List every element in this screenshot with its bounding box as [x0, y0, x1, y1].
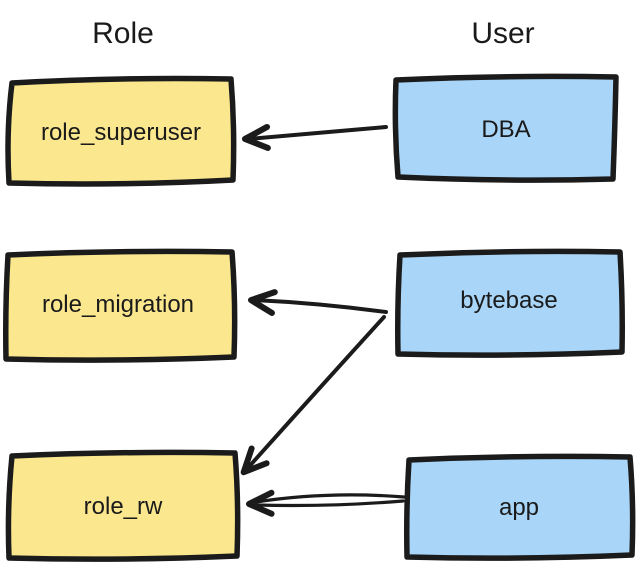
- edge-line: [252, 298, 388, 314]
- edge-line: [246, 125, 388, 141]
- arrowhead-icon: [245, 489, 275, 517]
- node-border: [5, 449, 241, 562]
- edge-line: [244, 315, 386, 472]
- role-column-title: Role: [92, 17, 154, 50]
- node-label: role_rw: [84, 493, 163, 520]
- node-label: role_migration: [42, 291, 194, 318]
- edge-app-to-role-rw: [245, 489, 406, 517]
- node-fill: [398, 252, 622, 354]
- arrowhead-icon: [241, 123, 271, 151]
- edge-line: [254, 493, 406, 504]
- node-user-bytebase: bytebase: [395, 248, 625, 358]
- arrowhead-icon: [240, 445, 270, 476]
- node-user-dba: DBA: [392, 73, 619, 183]
- node-border: [392, 73, 619, 183]
- edge-bytebase-to-role-migration: [247, 289, 388, 316]
- node-fill: [6, 252, 234, 359]
- arrowhead-icon: [247, 289, 278, 316]
- node-label: app: [499, 494, 539, 521]
- node-role-rw: role_rw: [5, 449, 241, 562]
- node-border: [3, 248, 238, 363]
- edge-bytebase-to-role-rw: [240, 315, 386, 476]
- node-fill: [9, 79, 233, 183]
- node-border: [5, 75, 237, 187]
- node-user-app: app: [404, 453, 636, 561]
- user-column-title: User: [471, 17, 534, 50]
- node-fill: [396, 77, 616, 179]
- node-border: [404, 453, 636, 561]
- node-border: [395, 248, 625, 358]
- node-label: role_superuser: [41, 119, 201, 146]
- node-role-superuser: role_superuser: [5, 75, 237, 187]
- edge-dba-to-role-superuser: [241, 123, 388, 151]
- edge-line: [254, 499, 405, 508]
- node-label: DBA: [481, 116, 530, 143]
- node-label: bytebase: [460, 287, 557, 314]
- node-fill: [407, 457, 632, 557]
- node-role-migration: role_migration: [3, 248, 238, 363]
- node-fill: [9, 453, 237, 558]
